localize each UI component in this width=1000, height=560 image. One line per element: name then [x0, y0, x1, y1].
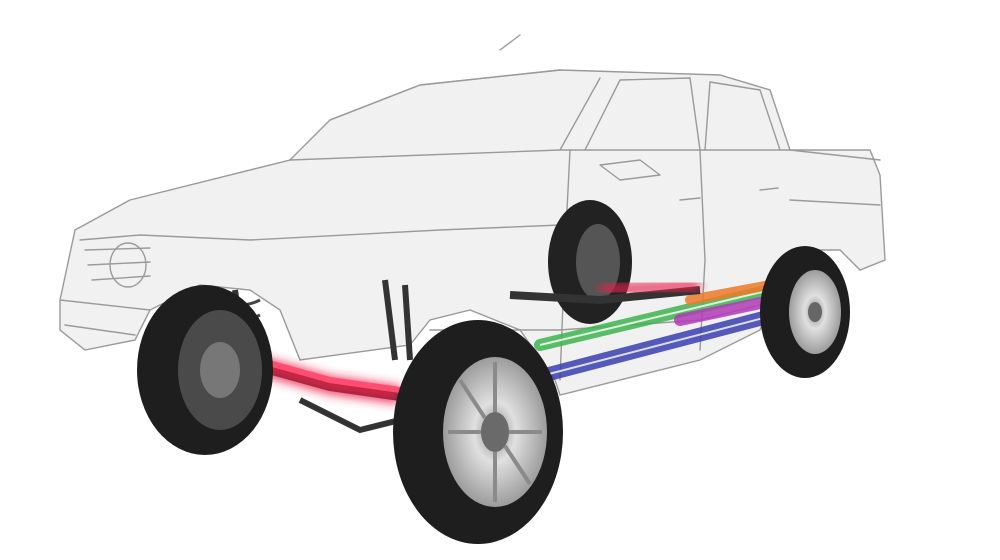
orange-beam	[685, 280, 775, 305]
rear-far-wheel	[548, 200, 632, 324]
front-near-wheel	[393, 320, 563, 544]
rear-near-wheel	[760, 246, 850, 378]
front-far-wheel	[137, 285, 273, 455]
purple-beam	[674, 294, 781, 326]
highlight-beams	[534, 280, 782, 382]
